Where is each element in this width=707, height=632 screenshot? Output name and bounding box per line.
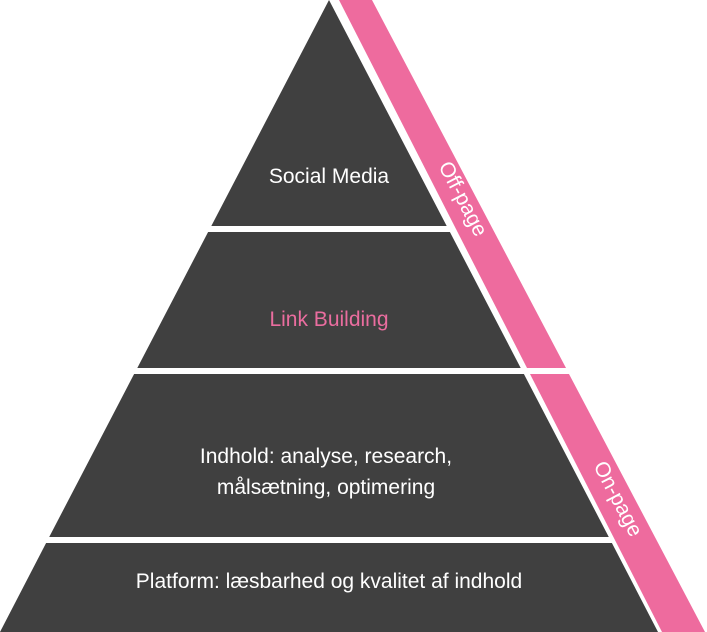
layer-label-platform: Platform: læsbarhed og kvalitet af indho… [136, 570, 522, 593]
layer-label-content-line1: Indhold: analyse, research, [200, 445, 452, 468]
layer-link-building [137, 232, 521, 368]
on-page-band [530, 374, 705, 632]
layer-platform [0, 543, 658, 632]
layer-label-link-building: Link Building [269, 308, 388, 331]
layer-social-media [211, 0, 447, 226]
layer-content [49, 374, 609, 537]
off-page-band [339, 0, 566, 368]
layer-label-social-media: Social Media [269, 165, 390, 188]
layer-label-content-line2: målsætning, optimering [217, 476, 435, 499]
